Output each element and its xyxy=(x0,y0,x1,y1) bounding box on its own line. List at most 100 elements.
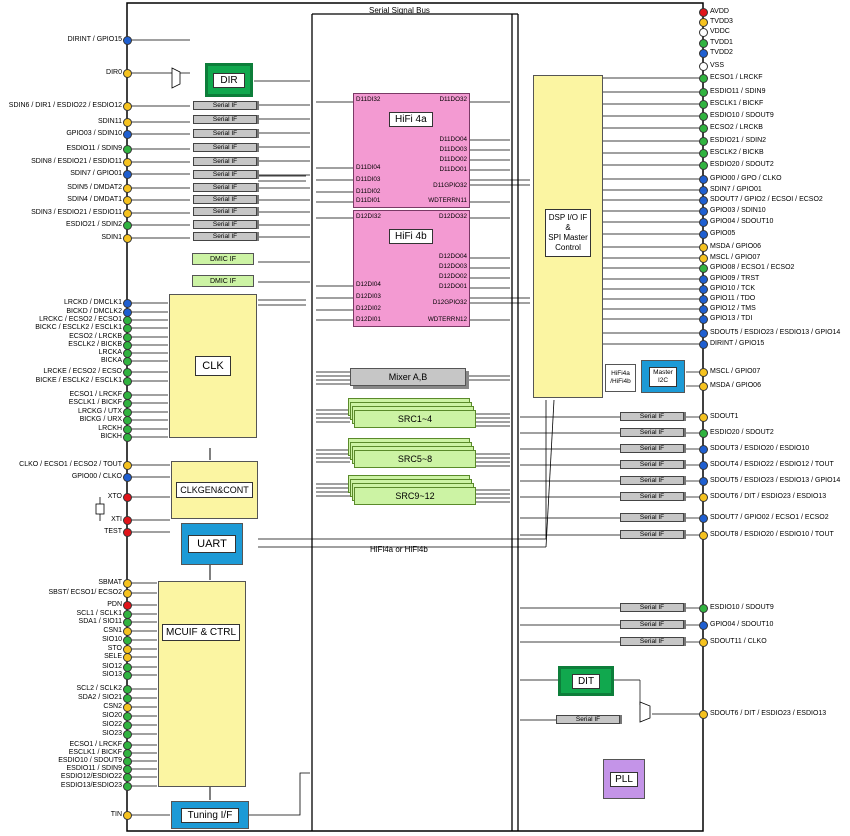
left-pin-dot xyxy=(123,772,132,782)
right-pin-dot xyxy=(699,136,708,146)
right-pin-dot xyxy=(699,620,708,630)
right-pin-dot xyxy=(699,492,708,502)
left-pin-label: ECSO2 / LRCKB xyxy=(69,333,122,340)
src-block-src3: SRC9~12 xyxy=(354,487,476,505)
pll-block: PLL xyxy=(603,759,645,799)
serial-if-box: Serial IF xyxy=(193,232,257,241)
right-pin-label: AVDD xyxy=(710,8,729,15)
left-pin-dot xyxy=(123,578,132,588)
left-pin-label: ESDIO13/ESDIO23 xyxy=(60,782,122,789)
left-pin-label: SIO10 xyxy=(102,636,122,643)
right-pin-label: SDOUT6 / DIT / ESDIO23 / ESDIO13 xyxy=(710,710,827,717)
hifi-bus-label: HiFi4a or HiFi4b xyxy=(370,545,428,554)
right-pin-dot xyxy=(699,27,708,37)
hifi-pin-label: D11DO04 xyxy=(439,136,467,143)
left-pin-label: BICKA xyxy=(100,357,122,364)
tuning-block: Tuning I/F xyxy=(171,801,249,829)
left-pin-label: SIO20 xyxy=(102,712,122,719)
right-pin-label: GPIO05 xyxy=(710,230,736,237)
clkgen-label: CLKGEN&CONT xyxy=(176,482,253,498)
right-pin-dot xyxy=(699,148,708,158)
right-pin-label: GPIO04 / SDOUT10 xyxy=(710,621,774,628)
left-pin-label: ESCLK2 / BICKB xyxy=(68,341,122,348)
right-pin-label: ECSO1 / LRCKF xyxy=(710,74,763,81)
left-pin-dot xyxy=(123,702,132,712)
right-pin-label: GPIO04 / SDOUT10 xyxy=(710,218,774,225)
clkgen-block: CLKGEN&CONT xyxy=(171,461,258,519)
left-pin-label: ECSO1 / LRCKF xyxy=(69,741,122,748)
mcuif-label: MCUIF & CTRL xyxy=(162,624,240,641)
right-pin-dot xyxy=(699,253,708,263)
right-pin-label: GPIO00 / GPO / CLKO xyxy=(710,175,782,182)
right-pin-dot xyxy=(699,242,708,252)
left-pin-label: LRCKD / DMCLK1 xyxy=(64,299,122,306)
left-pin-label: XTI xyxy=(111,516,122,523)
left-pin-dot xyxy=(123,460,132,470)
left-pin-label: SELE xyxy=(104,653,122,660)
right-pin-dot xyxy=(699,367,708,377)
serial-if-box: Serial IF xyxy=(620,444,684,453)
left-pin-label: ESDIO11 / SDIN9 xyxy=(66,145,122,152)
hifi-pin-label: D11DO32 xyxy=(439,96,467,103)
right-pin-label: SDOUT7 / GPIO02 / ECSO1 / ECSO2 xyxy=(710,514,829,521)
uart-label: UART xyxy=(188,535,236,553)
serial-if-box: Serial IF xyxy=(620,620,684,629)
right-pin-dot xyxy=(699,87,708,97)
right-pin-label: ECSO2 / LRCKB xyxy=(710,124,763,131)
serial-if-box: Serial IF xyxy=(620,460,684,469)
right-pin-label: SDOUT6 / DIT / ESDIO23 / ESDIO13 xyxy=(710,493,827,500)
hifi-select-block: HiFi4a /HiFi4b xyxy=(605,364,636,392)
right-pin-label: GPIO13 / TDI xyxy=(710,315,753,322)
serial-if-box: Serial IF xyxy=(620,492,684,501)
right-pin-dot xyxy=(699,304,708,314)
right-pin-label: GPIO11 / TDO xyxy=(710,295,756,302)
left-pin-dot xyxy=(123,635,132,645)
dsp-block: DSP I/O IF & SPI Master Control xyxy=(533,75,603,398)
dit-serial-if: Serial IF xyxy=(556,715,620,724)
right-pin-dot xyxy=(699,328,708,338)
right-pin-label: ESDIO20 / SDOUT2 xyxy=(710,429,774,436)
right-pin-label: ESCLK1 / BICKF xyxy=(710,100,764,107)
left-pin-label: BICKD / DMCLK2 xyxy=(66,308,122,315)
left-pin-label: DIRINT / GPIO15 xyxy=(67,36,122,43)
left-pin-label: LRCKE / ECSO2 / ECSO xyxy=(43,368,122,375)
left-pin-label: DIR0 xyxy=(106,69,122,76)
dit-label: DIT xyxy=(571,673,601,689)
hifi-pin-label: D11GPIO32 xyxy=(433,182,467,189)
left-pin-label: SDIN1 xyxy=(101,234,122,241)
left-pin-label: SBST/ ECSO1/ ECSO2 xyxy=(48,589,122,596)
serial-if-box: Serial IF xyxy=(193,220,257,229)
right-pin-label: SDOUT5 / ESDIO23 / ESDIO13 / GPIO14 xyxy=(710,329,841,336)
right-pin-label: ESDIO10 / SDOUT9 xyxy=(710,112,774,119)
hifi-pin-label: D12DI02 xyxy=(356,305,381,312)
pll-label: PLL xyxy=(610,771,638,787)
hifi4a-label: HiFi 4a xyxy=(389,112,433,127)
left-pin-label: SDIN11 xyxy=(98,118,122,125)
left-pin-dot xyxy=(123,588,132,598)
serial-if-box: Serial IF xyxy=(620,637,684,646)
hifi-pin-label: D11DO02 xyxy=(439,156,467,163)
right-pin-dot xyxy=(699,444,708,454)
serial-bus-label: Serial Signal Bus xyxy=(369,6,430,15)
right-pin-dot xyxy=(699,160,708,170)
hifi-pin-label: D12DO32 xyxy=(438,213,467,220)
left-pin-dot xyxy=(123,398,132,408)
left-pin-dot xyxy=(123,670,132,680)
left-pin-label: STO xyxy=(107,645,122,652)
left-pin-dot xyxy=(123,729,132,739)
right-pin-label: ESDIO10 / SDOUT9 xyxy=(710,604,774,611)
uart-block: UART xyxy=(181,523,243,565)
serial-if-box: Serial IF xyxy=(193,115,257,124)
right-pin-label: GPIO10 / TCK xyxy=(710,285,755,292)
hifi-pin-label: D11DI03 xyxy=(356,176,381,183)
right-pin-dot xyxy=(699,284,708,294)
right-pin-dot xyxy=(699,206,708,216)
left-pin-label: SDIN8 / ESDIO21 / ESDIO11 xyxy=(31,158,122,165)
left-pin-label: SCL1 / SCLK1 xyxy=(76,610,122,617)
right-pin-dot xyxy=(699,530,708,540)
left-pin-label: SDIN6 / DIR1 / ESDIO22 / ESDIO12 xyxy=(8,102,122,109)
left-pin-label: SDIN4 / DMDAT1 xyxy=(67,196,122,203)
serial-if-box: Serial IF xyxy=(193,143,257,152)
hifi-pin-label: WDTERRN11 xyxy=(428,197,467,204)
hifi-pin-label: D11DI01 xyxy=(356,197,381,204)
